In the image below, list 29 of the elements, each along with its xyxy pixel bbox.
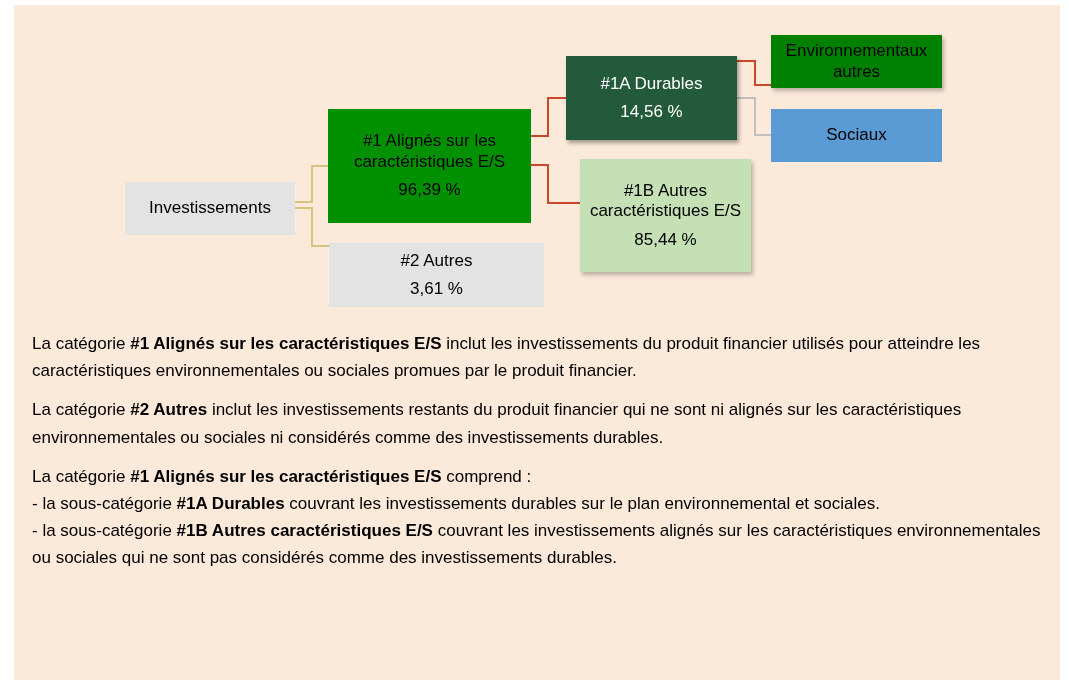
description-paragraph: La catégorie #1 Alignés sur les caractéristiques E/S inclut les investissements du produit financier utilisés pour atteindre les caractéristiques environnementales ou sociales promues par le produit financier. [32, 333, 982, 383]
percentage-value: 3,61 % [410, 279, 463, 300]
percentage-value: 85,44 % [634, 229, 697, 251]
category-name: #1A Durables [600, 73, 703, 94]
category-box [771, 35, 942, 88]
category-box [329, 243, 544, 307]
category-name: Environnementaux autres [784, 41, 929, 82]
connector-line [736, 97, 772, 136]
category-box [566, 56, 737, 140]
description-paragraph: - la sous-catégorie #1B Autres caractéristiques E/S couvrant les investissements alignés sur les caractéristiques environnementales ou sociales qui ne sont pas considérés comme des investissements durables. [32, 520, 1042, 570]
category-box [328, 109, 531, 223]
description-paragraph: La catégorie #1 Alignés sur les caractéristiques E/S comprend : [32, 465, 533, 488]
category-box [580, 159, 751, 272]
category-box [125, 182, 295, 235]
category-name: Investissements [149, 198, 271, 219]
connector-line [294, 207, 330, 247]
connector-line [530, 97, 567, 137]
connector-line [530, 164, 581, 204]
description-paragraph: La catégorie #2 Autres inclut les investissements restants du produit financier qui ne sont ni alignés sur les caractéristiques environnementales ou sociales ni considérés comme des investissements durables. [32, 399, 963, 449]
category-name: #2 Autres [400, 250, 473, 271]
category-name: Sociaux [826, 125, 887, 146]
connector-line [736, 60, 772, 86]
percentage-value: 96,39 % [398, 180, 461, 201]
description-paragraph: - la sous-catégorie #1A Durables couvrant les investissements durables sur le plan environnemental et sociales. [32, 492, 881, 515]
percentage-value: 14,56 % [620, 102, 683, 123]
category-name: #1B Autres caractéristiques E/S [588, 180, 743, 222]
category-name: #1 Alignés sur les caractéristiques E/S [352, 131, 507, 173]
category-box [771, 109, 942, 162]
connector-line [294, 165, 329, 203]
